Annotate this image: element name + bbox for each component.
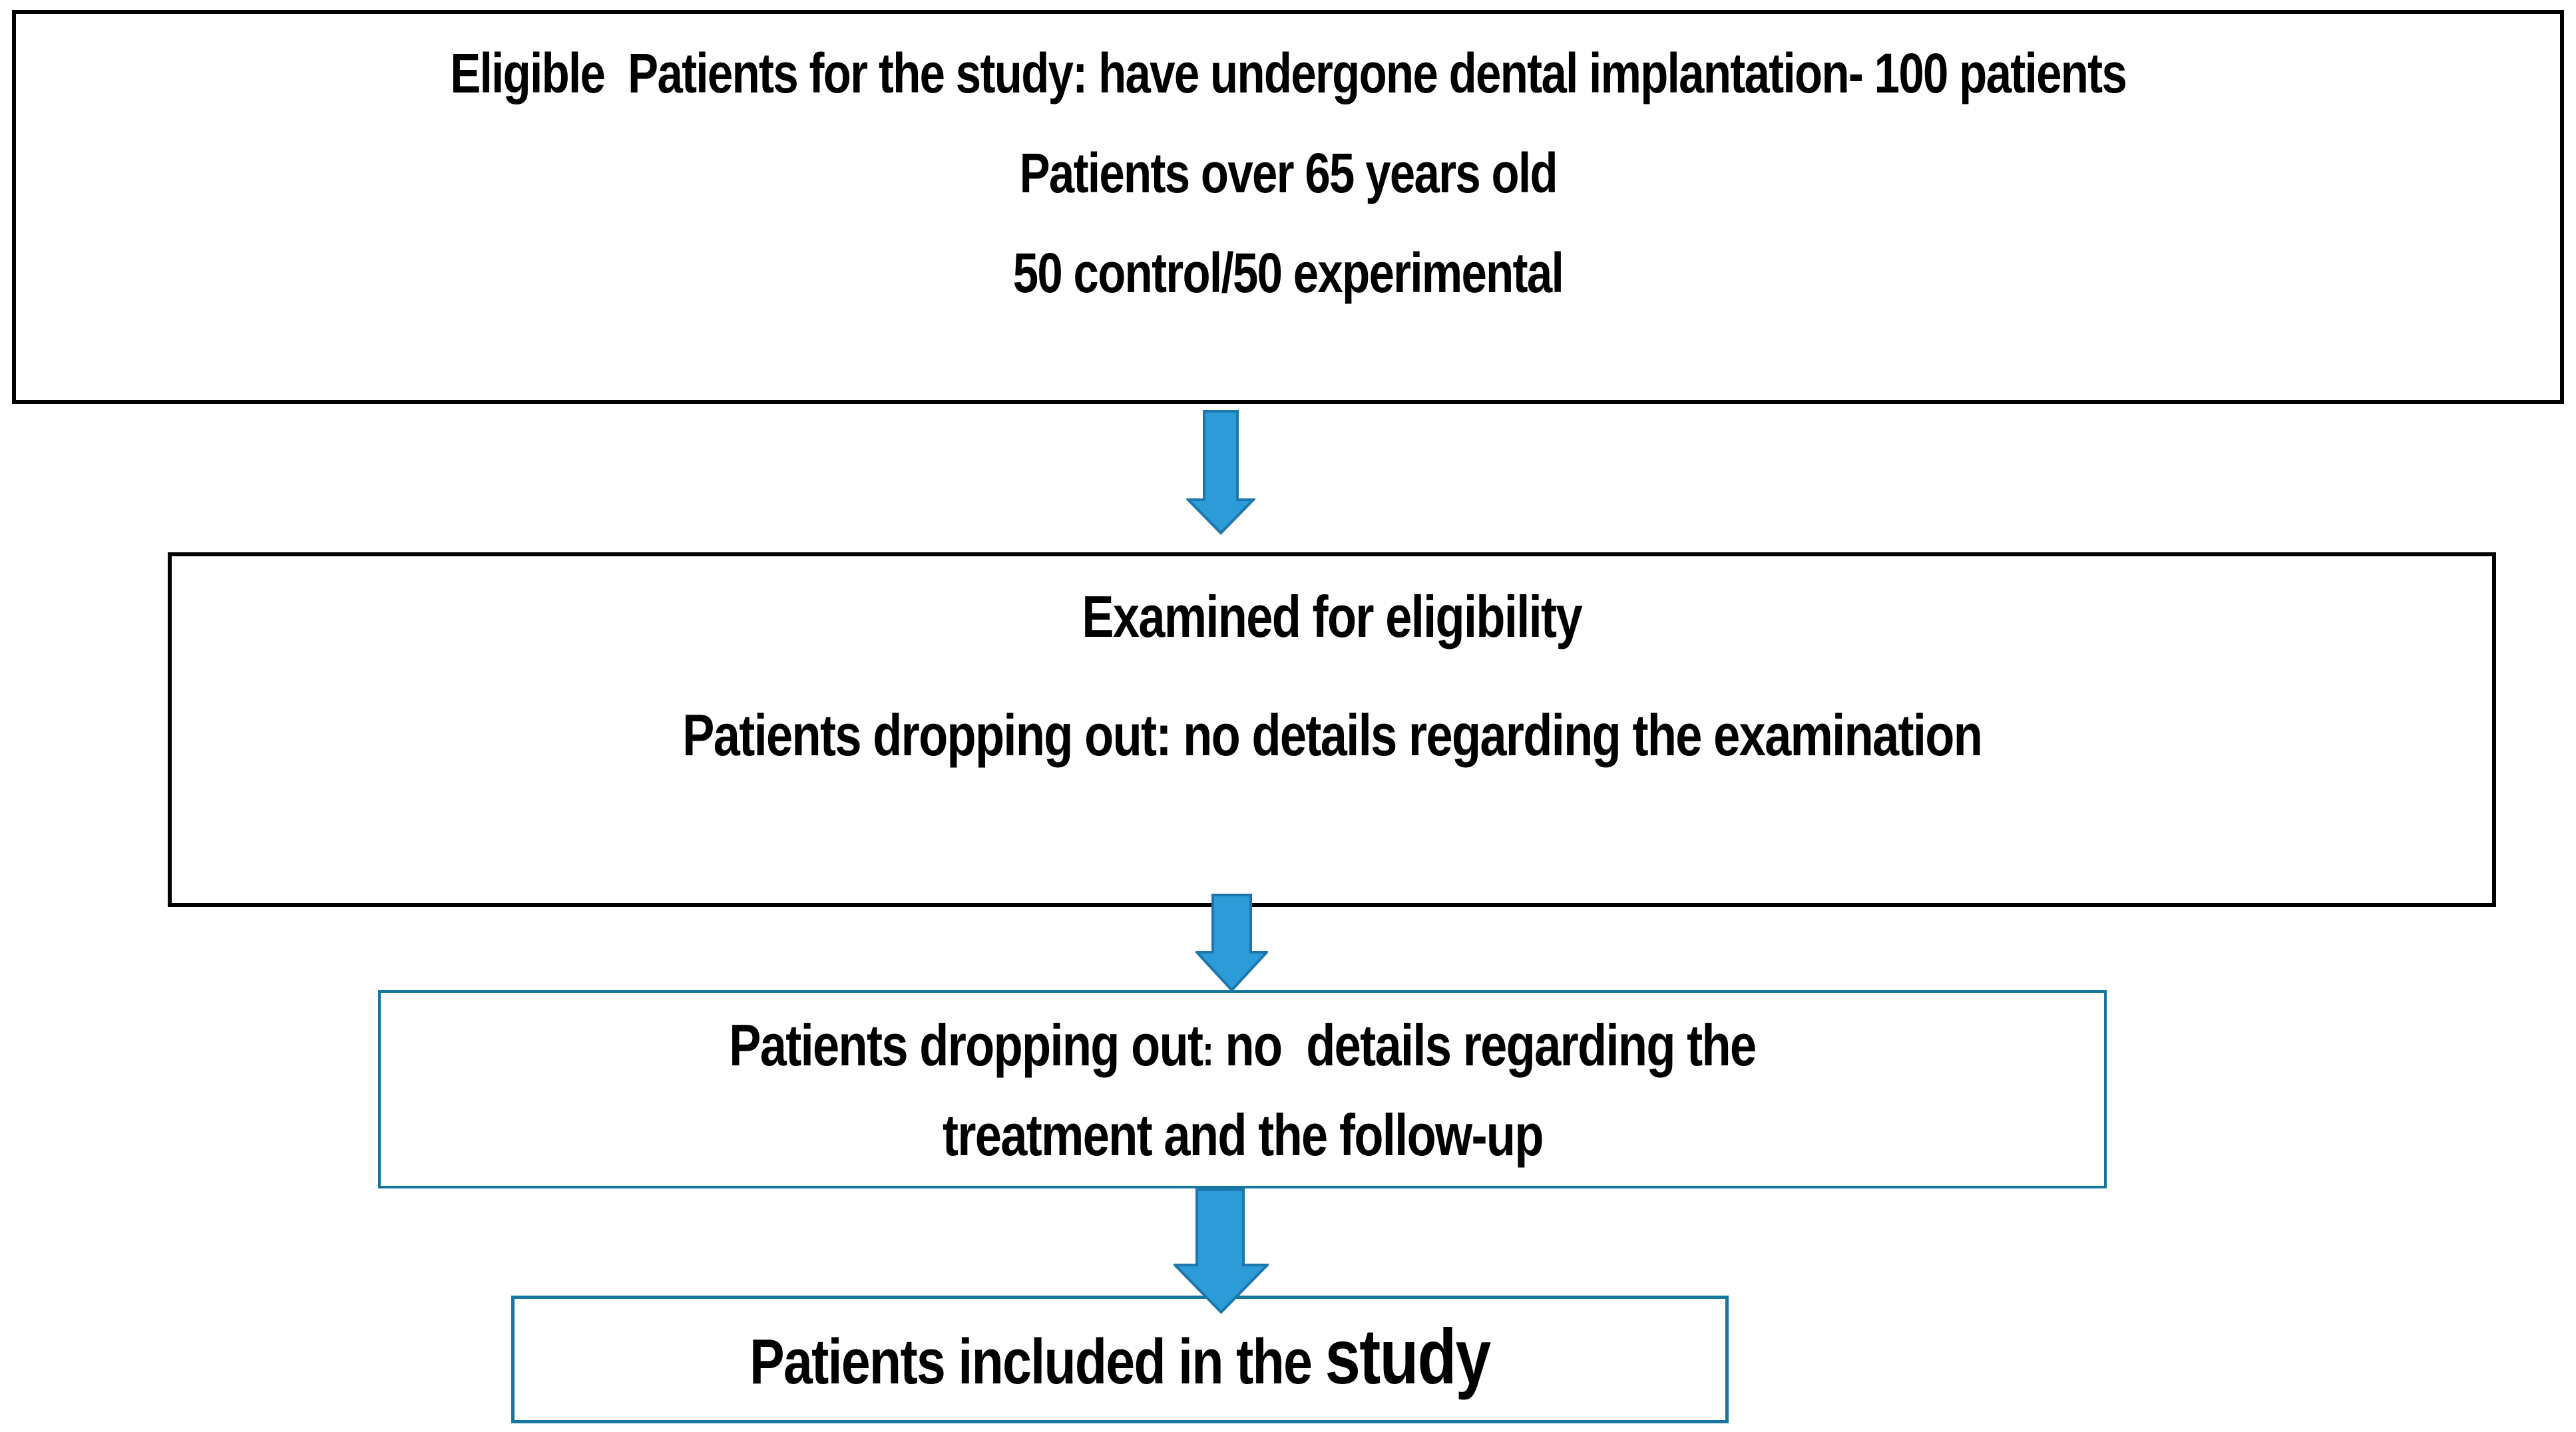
box-patients-dropping-out: Patients dropping out: no details regard… <box>378 990 2107 1188</box>
included-line-emphasis: study <box>1325 1313 1492 1400</box>
down-arrow-icon-2 <box>1195 894 1268 991</box>
eligible-line-2-text: Patients over 65 years old <box>1019 142 1558 204</box>
examined-line-2: Patients dropping out: no details regard… <box>172 676 2492 795</box>
down-arrow-icon-3 <box>1174 1188 1269 1314</box>
down-arrow-2-svg <box>1195 894 1268 991</box>
box-examined-for-eligibility: Examined for eligibility Patients droppi… <box>168 552 2496 907</box>
eligible-line-1-text: Eligible Patients for the study: have un… <box>450 42 2127 104</box>
down-arrow-icon-1 <box>1186 410 1255 535</box>
eligible-line-3-text: 50 control/50 experimental <box>1012 242 1564 304</box>
down-arrow-3-svg <box>1174 1188 1269 1314</box>
included-line-prefix: Patients included in the <box>750 1326 1325 1397</box>
dropout-line-1: Patients dropping out: no details regard… <box>381 1003 2104 1093</box>
down-arrow-1-shape <box>1186 410 1255 535</box>
examined-line-2-text: Patients dropping out: no details regard… <box>682 702 1983 768</box>
down-arrow-3-shape <box>1174 1188 1269 1314</box>
dropout-line-1-rest: no details regarding the <box>1213 1012 1757 1078</box>
eligible-line-3: 50 control/50 experimental <box>16 223 2560 323</box>
included-line-text: Patients included in the study <box>750 1318 1491 1397</box>
examined-line-1: Examined for eligibility <box>172 558 2492 676</box>
down-arrow-1-svg <box>1186 410 1255 535</box>
box-eligible-patients: Eligible Patients for the study: have un… <box>12 10 2564 404</box>
dropout-line-1-colon: : <box>1202 1028 1214 1075</box>
dropout-line-1-text: Patients dropping out: no details regard… <box>729 1003 1757 1093</box>
down-arrow-2-shape <box>1195 894 1268 991</box>
examined-line-1-text: Examined for eligibility <box>1082 584 1583 649</box>
eligible-line-2: Patients over 65 years old <box>16 123 2560 223</box>
dropout-line-2-text: treatment and the follow-up <box>942 1102 1544 1168</box>
included-line: Patients included in the study <box>515 1318 1725 1397</box>
box-patients-included: Patients included in the study <box>511 1296 1729 1423</box>
dropout-line-2: treatment and the follow-up <box>381 1093 2104 1177</box>
dropout-line-1-main: Patients dropping out <box>729 1012 1203 1078</box>
eligible-line-1: Eligible Patients for the study: have un… <box>16 23 2560 123</box>
